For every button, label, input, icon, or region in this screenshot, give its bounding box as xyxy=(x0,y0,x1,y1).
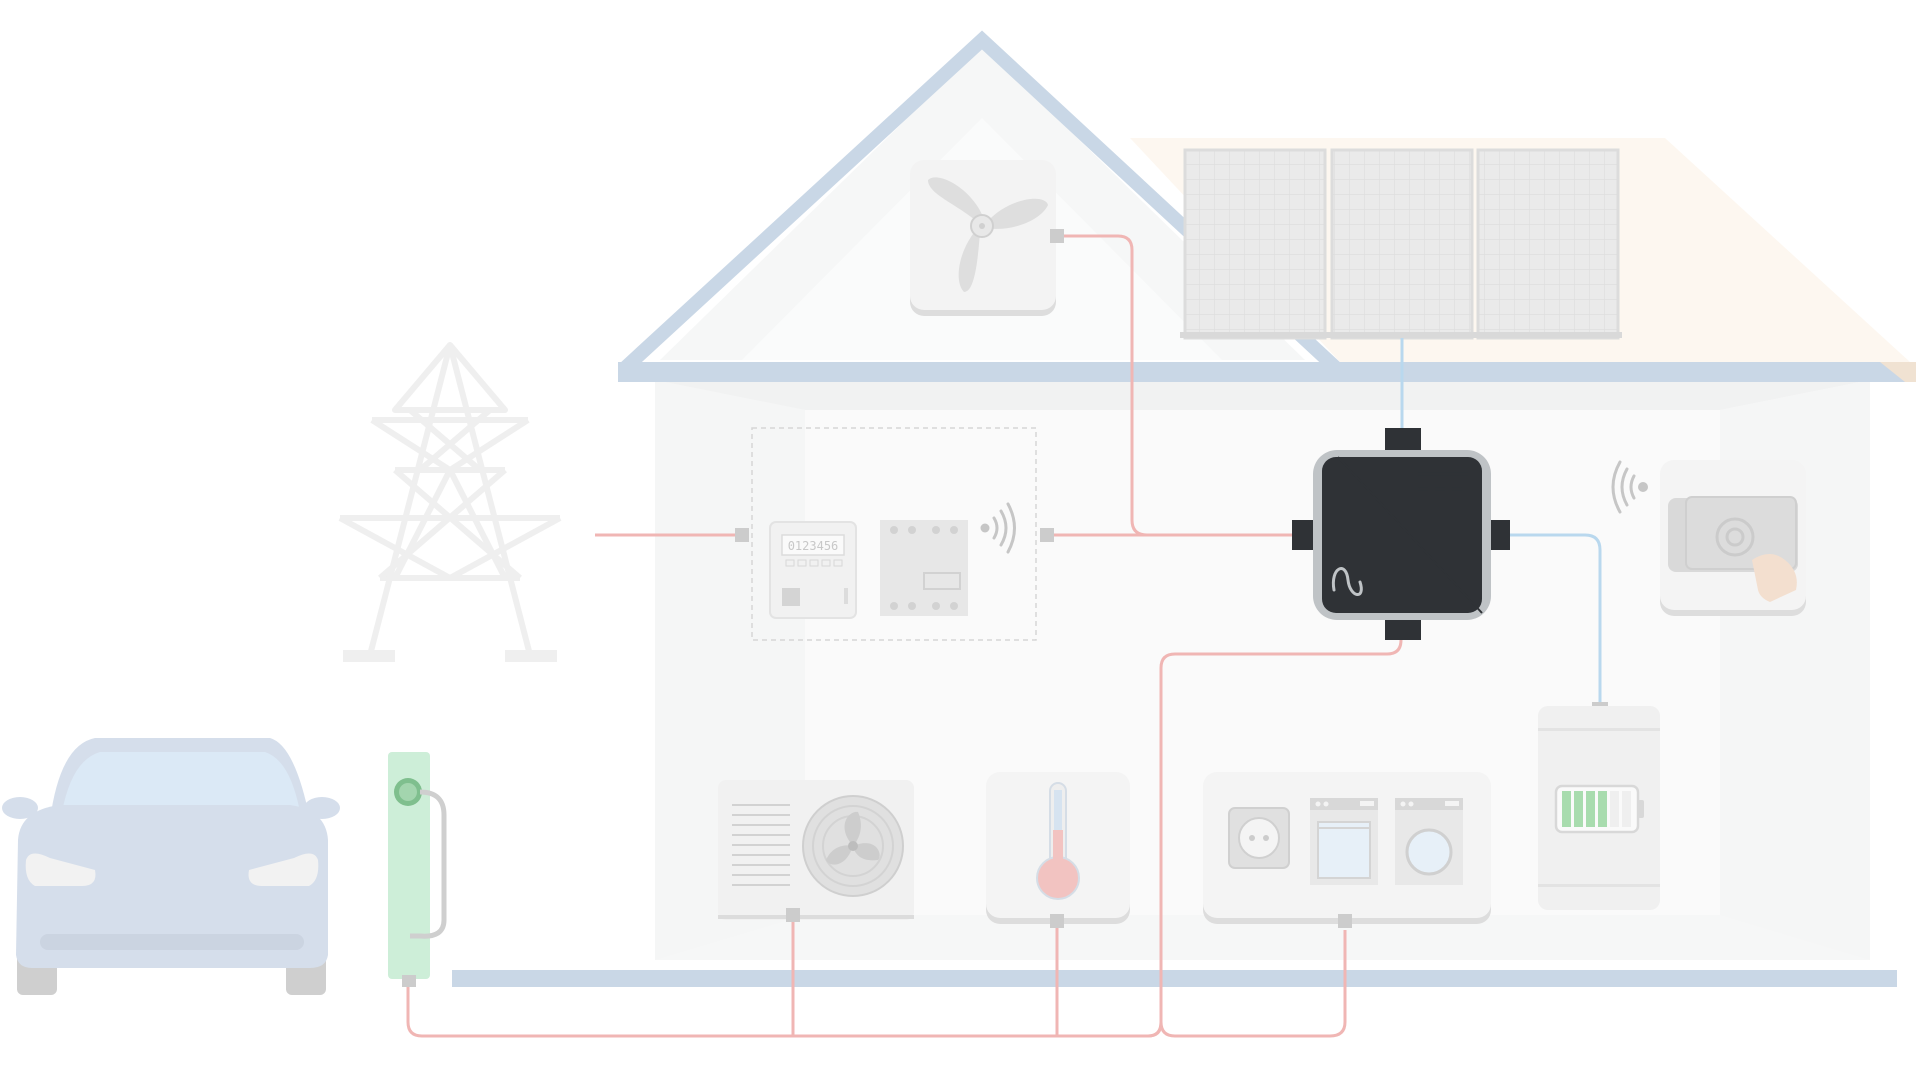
power-socket-icon xyxy=(1228,807,1290,869)
battery-cell-5 xyxy=(1610,791,1619,827)
ac-wave-icon xyxy=(1331,567,1363,596)
battery-cell-1 xyxy=(1562,791,1571,827)
washing-machine-icon xyxy=(1395,798,1463,885)
fan-line xyxy=(1062,234,1175,537)
hybrid-inverter xyxy=(1292,428,1510,640)
solar-panel-1 xyxy=(1183,148,1327,340)
ground-line xyxy=(452,970,1897,987)
electric-car xyxy=(2,738,340,995)
roof-eave xyxy=(618,362,1916,382)
ac-wiring xyxy=(406,234,1403,1038)
meter-qr-icon xyxy=(782,588,800,606)
battery-storage xyxy=(1538,702,1660,910)
heat-pump-fan-icon xyxy=(826,811,880,865)
smart-gateway xyxy=(880,520,968,616)
ev-wallbox xyxy=(388,752,447,987)
thermometer-icon xyxy=(1036,782,1080,900)
dc-wiring xyxy=(1400,338,1602,705)
settings-gear-icon xyxy=(1715,517,1755,557)
heat-pump xyxy=(718,780,914,922)
battery-cell-2 xyxy=(1574,791,1583,827)
smart-controller xyxy=(1611,460,1806,616)
distribution-bus xyxy=(406,985,1163,1038)
power-pylon xyxy=(338,342,562,662)
ventilation-fan xyxy=(910,160,1064,316)
electricity-meter: 0123456 xyxy=(769,521,857,619)
controller-wifi-icon xyxy=(1611,460,1648,514)
house-ceiling xyxy=(655,380,1870,410)
solar-panel-2 xyxy=(1330,148,1474,340)
household-appliances xyxy=(1203,772,1491,928)
fan-icon xyxy=(928,177,1048,292)
battery-cell-6 xyxy=(1622,791,1631,827)
gateway-wifi-icon xyxy=(980,502,1016,554)
oven-icon xyxy=(1310,798,1378,885)
battery-cell-4 xyxy=(1598,791,1607,827)
water-heater xyxy=(986,772,1130,928)
solar-panels xyxy=(1180,148,1622,340)
battery-cell-3 xyxy=(1586,791,1595,827)
hand-icon xyxy=(1752,554,1797,602)
meter-display: 0123456 xyxy=(788,539,839,553)
solar-panel-3 xyxy=(1476,148,1620,340)
inverter-to-battery-line xyxy=(1508,533,1602,705)
meter-cabinet: 0123456 xyxy=(735,427,1054,641)
house-floor xyxy=(655,915,1870,960)
roof-eave-tip xyxy=(1880,362,1916,382)
battery-level-cells xyxy=(1562,791,1631,827)
